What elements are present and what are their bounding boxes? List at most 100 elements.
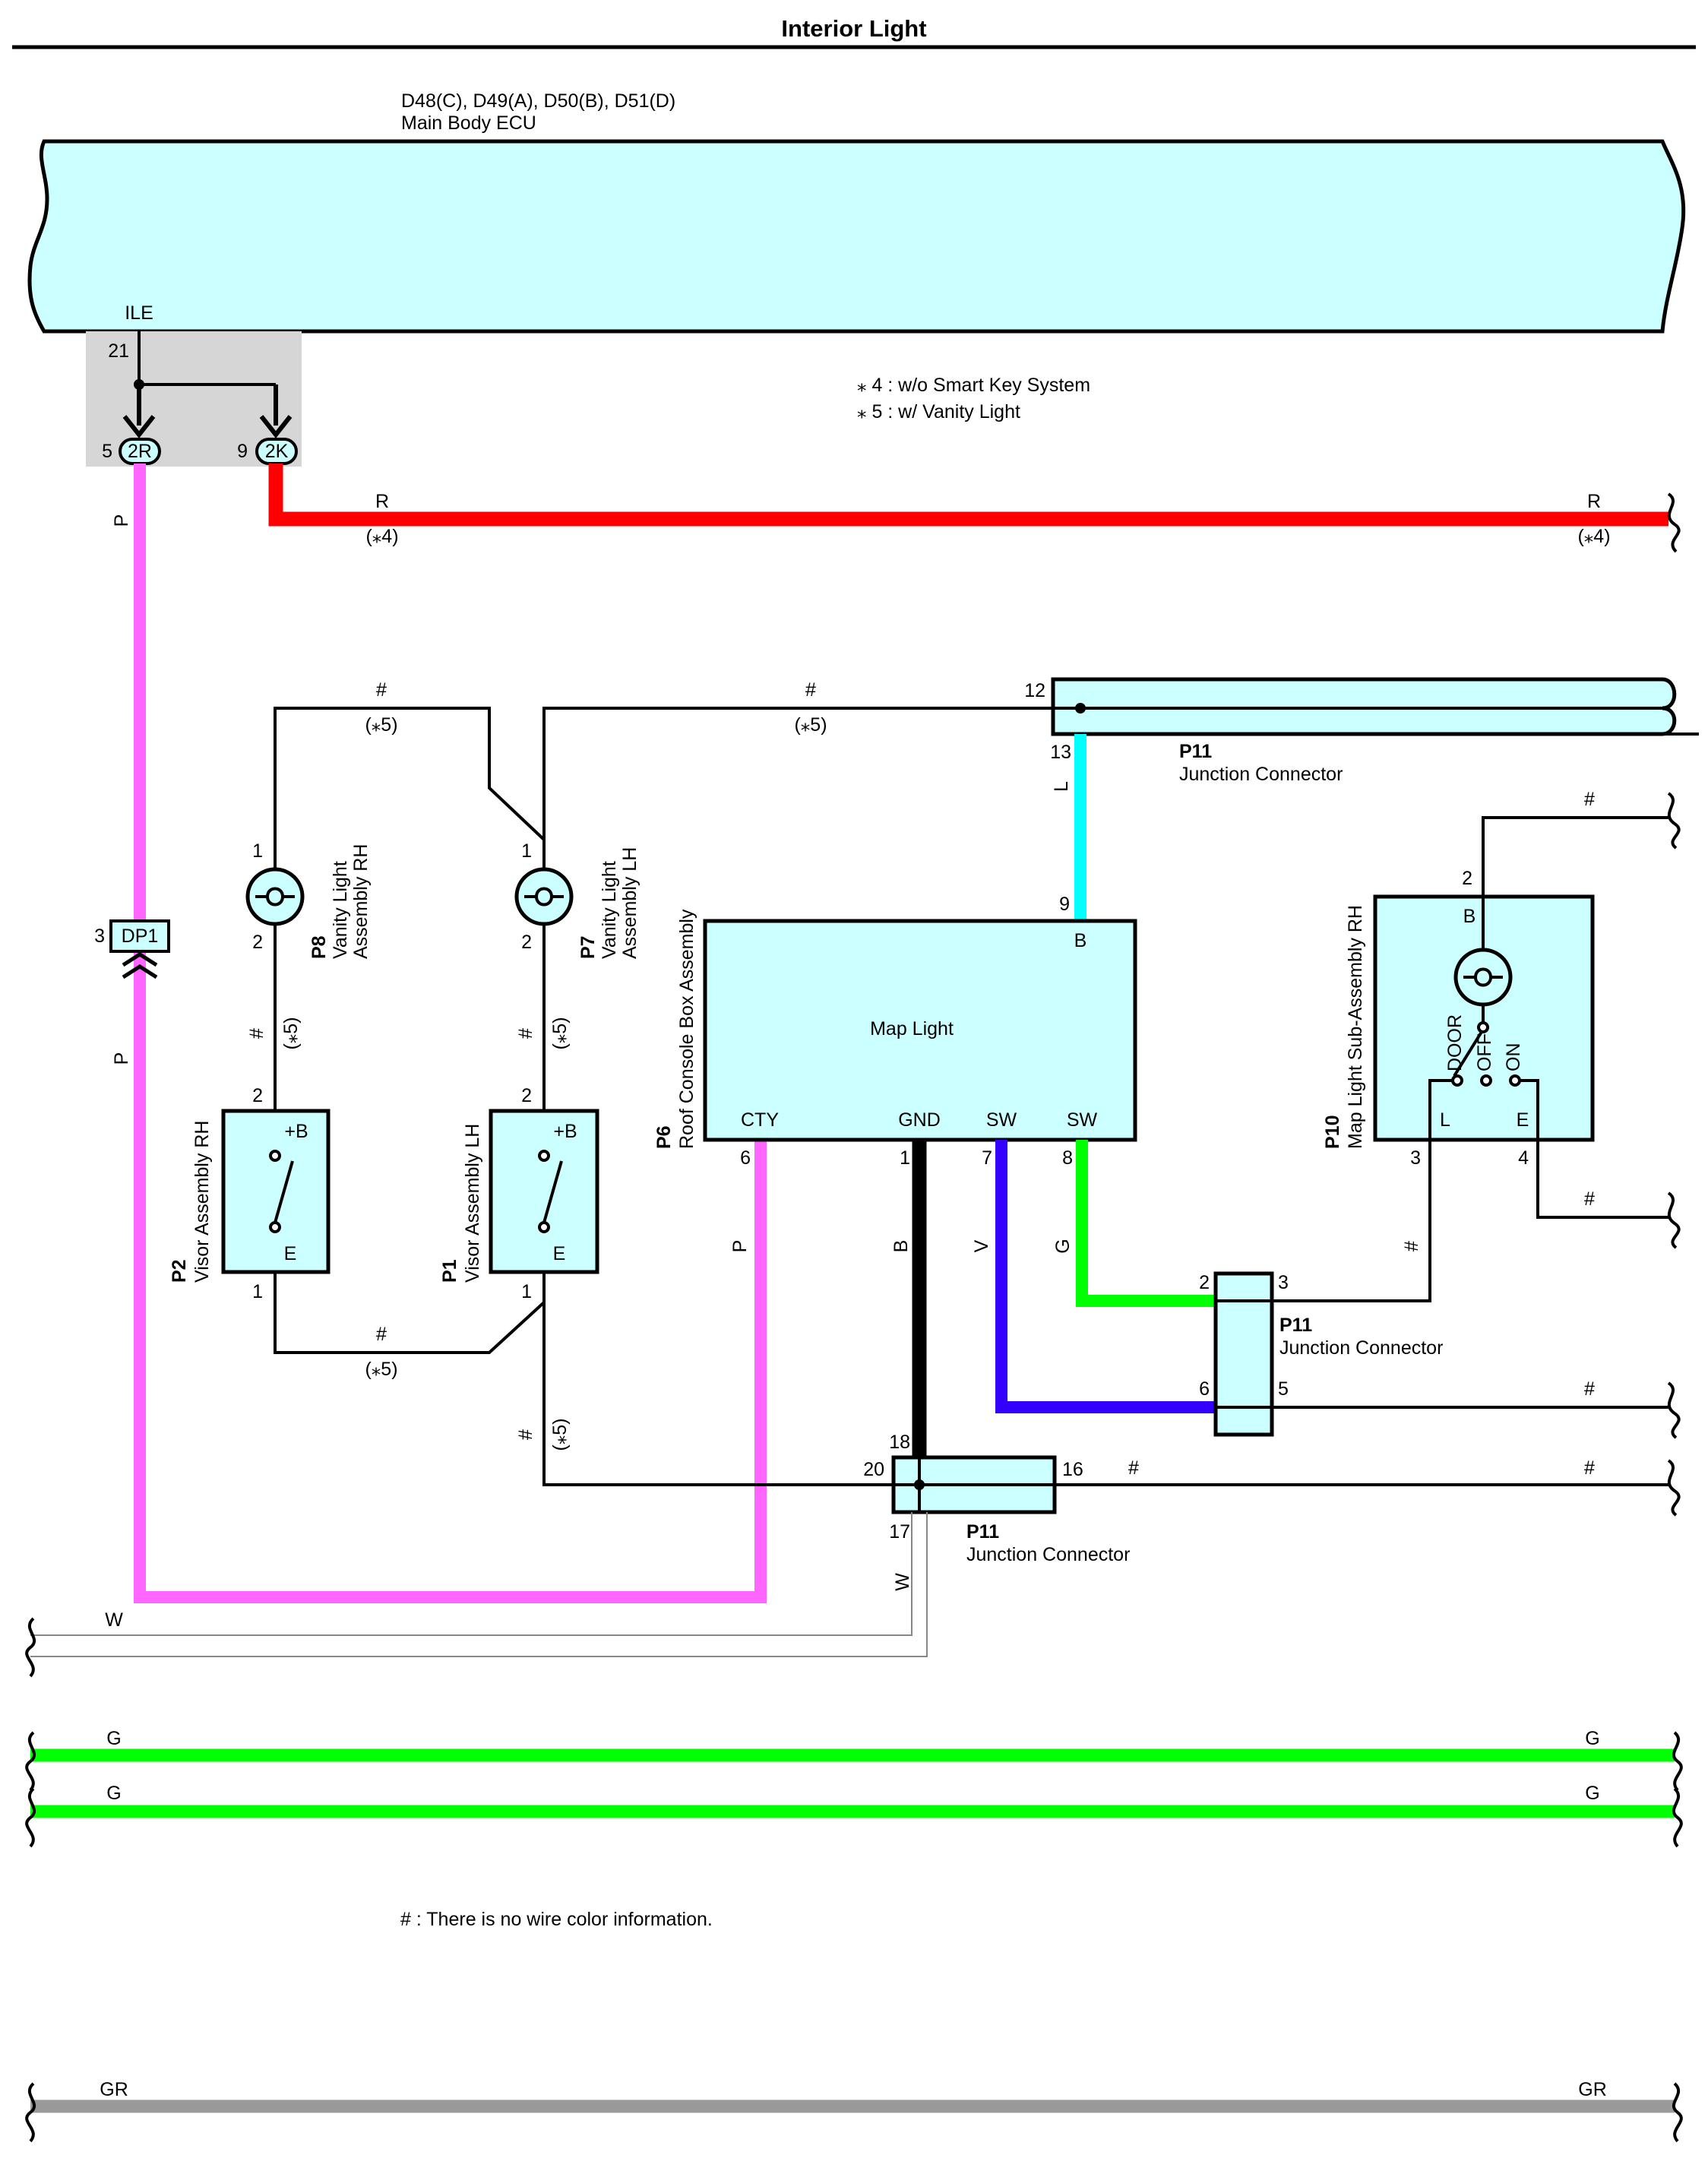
visor-lh-b: +B: [553, 1121, 577, 1142]
roof-console-name: Roof Console Box Assembly: [676, 909, 697, 1149]
map-light-rh-on: ON: [1503, 1043, 1524, 1072]
note-5: ⁎ 5 : w/ Vanity Light: [857, 401, 1020, 422]
wire-label-g-bus-right: G: [1585, 1728, 1599, 1749]
wire-label-gr-right: GR: [1578, 2079, 1607, 2100]
vanity-light-rh: [245, 867, 305, 926]
wire-label-l: L: [1051, 781, 1072, 792]
visor-lh-box: [489, 1109, 599, 1274]
visor-rh-name: Visor Assembly RH: [191, 1121, 213, 1283]
p11-mid-name: Junction Connector: [1279, 1337, 1443, 1359]
wire-white-lower: [30, 1512, 928, 1657]
cond-5: (⁎5): [549, 1418, 571, 1451]
junction-2r-pin: 5: [102, 441, 112, 462]
map-light-rh-pin-3: 3: [1410, 1147, 1421, 1169]
wire-on-to-e: [1520, 1079, 1539, 1140]
wire-label-w-vertical: W: [892, 1573, 913, 1591]
map-light-rh-off: OFF: [1474, 1033, 1495, 1071]
roof-console-pin-8: 8: [1062, 1147, 1073, 1169]
note-hash: # : There is no wire color information.: [400, 1909, 713, 1930]
wire-label-gr-left: GR: [100, 2079, 128, 2100]
visor-rh-id: P2: [169, 1259, 190, 1283]
visor-rh-pin-bot: 1: [252, 1281, 263, 1302]
wire-pink: [134, 464, 767, 1603]
roof-console-gnd: GND: [898, 1109, 941, 1131]
visor-assembly-rh: [221, 1109, 331, 1274]
wire-label-hash: #: [1584, 1378, 1595, 1400]
wire-visor-bottom: [274, 1272, 546, 1354]
p11-bottom-pin-20: 20: [863, 1459, 884, 1480]
junction-2k-label: 2K: [265, 441, 289, 462]
arrow-2k-icon: [259, 415, 293, 438]
cond-4-left: (⁎4): [365, 526, 398, 547]
wire-break: [1672, 1731, 1683, 1792]
junction-2r-label: 2R: [128, 441, 152, 462]
on-contact: [1509, 1074, 1521, 1087]
wire-door-to-l: [1428, 1079, 1453, 1140]
ecu-pin-21: 21: [108, 340, 129, 362]
visor-lh-pin-bot: 1: [521, 1281, 532, 1302]
wire-break-red: [1667, 492, 1681, 553]
roof-console-sw2: SW: [1067, 1109, 1098, 1131]
ecu-name: Main Body ECU: [401, 112, 536, 134]
off-contact: [1480, 1074, 1492, 1087]
vanity-lh-name-line1: Vanity Light: [599, 861, 620, 959]
switch-icon: [274, 1160, 294, 1223]
wire-p11-to-maplight-l: [1272, 1081, 1431, 1302]
wire-label-b: B: [890, 1240, 912, 1253]
wire-label-g: G: [1052, 1239, 1074, 1253]
wire-break: [25, 1787, 36, 1848]
p11-bottom-name: Junction Connector: [966, 1544, 1130, 1565]
vanity-rh-id: P8: [308, 935, 330, 959]
visor-rh-box: [221, 1109, 331, 1274]
wire-label-hash: #: [1128, 1457, 1139, 1479]
roof-console-id: P6: [653, 1125, 675, 1149]
map-light-rh-b: B: [1463, 906, 1476, 927]
p11-mid-id: P11: [1279, 1315, 1312, 1336]
ecu-connectors: D48(C), D49(A), D50(B), D51(D): [401, 90, 675, 112]
map-light-rh-l: L: [1440, 1109, 1450, 1131]
roof-console-box: [703, 919, 1137, 1142]
p11-top-id: P11: [1179, 741, 1212, 762]
visor-assembly-lh: [489, 1109, 599, 1274]
p11-bottom-pin-18: 18: [889, 1432, 910, 1453]
junction-2k-pin: 9: [237, 441, 248, 462]
wire-label-g-bus2-left: G: [106, 1783, 121, 1804]
roof-console-cty: CTY: [741, 1109, 779, 1131]
cond-5: (⁎5): [549, 1017, 571, 1049]
junction-dp1: [109, 919, 170, 953]
wire-label-p-lower: P: [111, 1052, 132, 1065]
map-light-rh-e: E: [1517, 1109, 1529, 1131]
cond-5: (⁎5): [280, 1017, 302, 1049]
map-light-label: Map Light: [870, 1018, 954, 1039]
roof-console-pin-9: 9: [1059, 894, 1070, 915]
page-title: Interior Light: [781, 15, 926, 42]
filament-icon: [1463, 967, 1503, 987]
wire-p11-to-vanity-lh: [542, 707, 1080, 840]
wire-label-hash: #: [1584, 789, 1595, 810]
wire-vanity-rh-top: [274, 707, 546, 841]
switch-contact: [269, 1150, 281, 1162]
p11-bottom-pin-17: 17: [889, 1521, 910, 1543]
wire-break: [1667, 792, 1681, 850]
wire-violet: [995, 1140, 1216, 1413]
map-light-rh-id: P10: [1322, 1115, 1343, 1149]
p11-bottom-pin-16: 16: [1062, 1459, 1083, 1480]
ecu-terminal-ile: ILE: [125, 302, 153, 324]
vanity-rh-name-line1: Vanity Light: [330, 861, 351, 959]
wire-label-g-bus2-right: G: [1585, 1783, 1599, 1804]
filament-icon: [255, 887, 295, 907]
cond-5: (⁎5): [365, 714, 397, 736]
wire-break: [1672, 2082, 1683, 2143]
map-light-rh-pin-2: 2: [1462, 868, 1472, 889]
wire-red: [268, 464, 1668, 527]
map-light-rh-door: DOOR: [1444, 1014, 1466, 1071]
wire-label-p-upper: P: [111, 514, 132, 527]
roof-console-pin-7: 7: [982, 1147, 992, 1169]
main-body-ecu-box: [27, 139, 1686, 334]
visor-rh-e: E: [284, 1243, 297, 1264]
cond-4-right: (⁎4): [1577, 526, 1610, 547]
vanity-lh-pin1: 1: [521, 840, 532, 862]
switch-common-contact: [1477, 1021, 1489, 1033]
vanity-rh-name-line2: Assembly RH: [350, 844, 372, 959]
